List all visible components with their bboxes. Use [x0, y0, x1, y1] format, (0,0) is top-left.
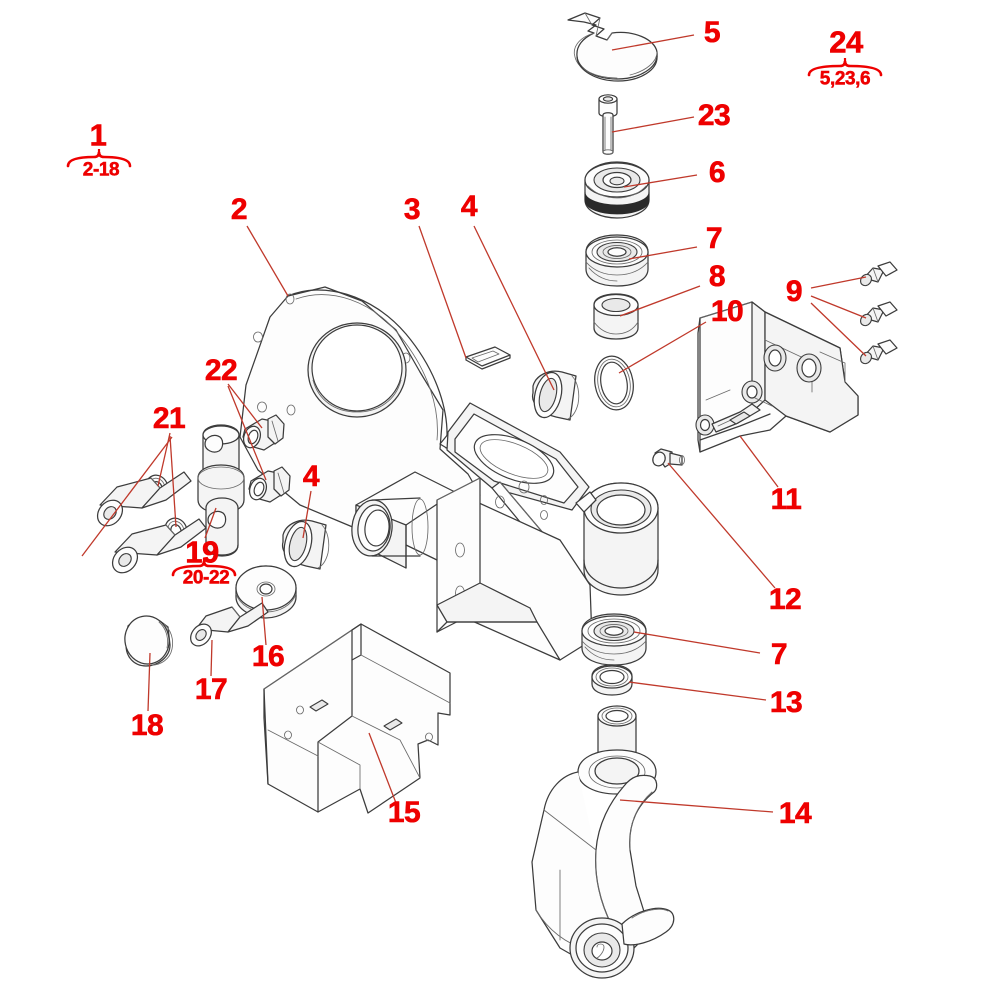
leader-line-17: [210, 639, 213, 677]
leader-line-23: [611, 116, 695, 133]
callout-5[interactable]: 5: [703, 16, 721, 49]
leader-line-8: [619, 285, 701, 317]
callout-11[interactable]: 11: [770, 483, 802, 516]
callout-7a[interactable]: 7: [705, 222, 723, 255]
leader-line-9b: [810, 295, 867, 319]
part-11-side-bracket: [695, 301, 859, 453]
leader-line-10: [618, 321, 707, 374]
leader-line-2: [246, 225, 289, 297]
callout-21[interactable]: 21: [152, 402, 186, 435]
callout-10[interactable]: 10: [710, 295, 744, 328]
callout-23[interactable]: 23: [697, 99, 731, 132]
leader-line-13: [628, 681, 767, 701]
callout-18[interactable]: 18: [130, 709, 164, 742]
callout-4a[interactable]: 4: [460, 190, 478, 223]
leader-line-18: [147, 652, 151, 712]
part-10-o-ring: [594, 355, 634, 411]
leader-line-21b: [169, 435, 177, 528]
part-4-bushing-upper: [531, 370, 580, 421]
leader-line-9c: [810, 302, 867, 357]
leader-line-22b: [227, 385, 267, 481]
part-7-ball-bearing-lower: [581, 613, 647, 666]
part-4-bushing-lower: [281, 519, 330, 570]
leader-line-22a: [227, 383, 263, 429]
part-7-ball-bearing-upper: [585, 234, 649, 287]
leader-line-7a: [628, 246, 698, 260]
group-braces: [66, 58, 883, 577]
leader-line-5: [611, 34, 695, 51]
part-16-large-washer: [235, 565, 297, 619]
callout-range-24: 5,23,6: [819, 68, 871, 90]
part-5-end-cap: [567, 12, 658, 82]
callout-12[interactable]: 12: [768, 583, 802, 616]
part-6-sealed-bearing: [584, 161, 650, 219]
callout-range-19: 20-22: [182, 567, 230, 589]
part-22-flanged-bushings: [242, 414, 291, 503]
callout-2[interactable]: 2: [230, 193, 248, 226]
callout-16[interactable]: 16: [251, 640, 285, 673]
part-12-shoulder-stud: [652, 448, 685, 468]
callout-3[interactable]: 3: [403, 193, 421, 226]
part-8-spacer-sleeve: [593, 293, 639, 340]
callout-range-1: 2-18: [82, 159, 120, 181]
leader-line-12: [667, 462, 776, 589]
callout-24[interactable]: 24: [829, 24, 864, 60]
callout-6[interactable]: 6: [708, 156, 726, 189]
callout-14[interactable]: 14: [778, 797, 812, 830]
callout-1[interactable]: 1: [89, 117, 107, 153]
part-18-round-cap: [124, 615, 174, 667]
leader-line-4b: [302, 490, 312, 539]
callout-8[interactable]: 8: [708, 260, 726, 293]
leader-line-7b: [633, 631, 761, 654]
part-19-pivot-block: [197, 424, 245, 557]
leader-line-19: [204, 507, 217, 539]
leader-line-3: [418, 225, 467, 359]
part-14-swing-arm: [531, 705, 675, 979]
part-15-guard-shield: [263, 623, 451, 814]
leader-line-11: [739, 435, 779, 488]
callout-22[interactable]: 22: [204, 354, 238, 387]
part-13-thrust-washer: [591, 664, 633, 696]
leader-lines: [81, 34, 867, 813]
part-23-socket-bolt: [598, 94, 618, 155]
callout-17[interactable]: 17: [194, 673, 228, 706]
leader-line-9a: [810, 276, 867, 289]
leader-line-6: [623, 174, 698, 188]
callout-13[interactable]: 13: [769, 686, 803, 719]
callout-4b[interactable]: 4: [302, 460, 320, 493]
leader-line-20: [81, 436, 173, 557]
leader-line-4a: [473, 225, 555, 391]
callout-9[interactable]: 9: [785, 275, 803, 308]
leader-line-14: [619, 799, 774, 813]
part-2-main-housing: [239, 286, 659, 661]
callout-15[interactable]: 15: [387, 796, 421, 829]
part-9-hex-bolts: [860, 261, 898, 365]
callout-7b[interactable]: 7: [770, 638, 788, 671]
callout-19[interactable]: 19: [185, 534, 220, 570]
leader-line-15: [368, 732, 397, 804]
leader-line-16: [261, 596, 267, 646]
part-17-socket-head-bolt: [190, 602, 269, 647]
part-3-cover-plate: [465, 346, 511, 370]
